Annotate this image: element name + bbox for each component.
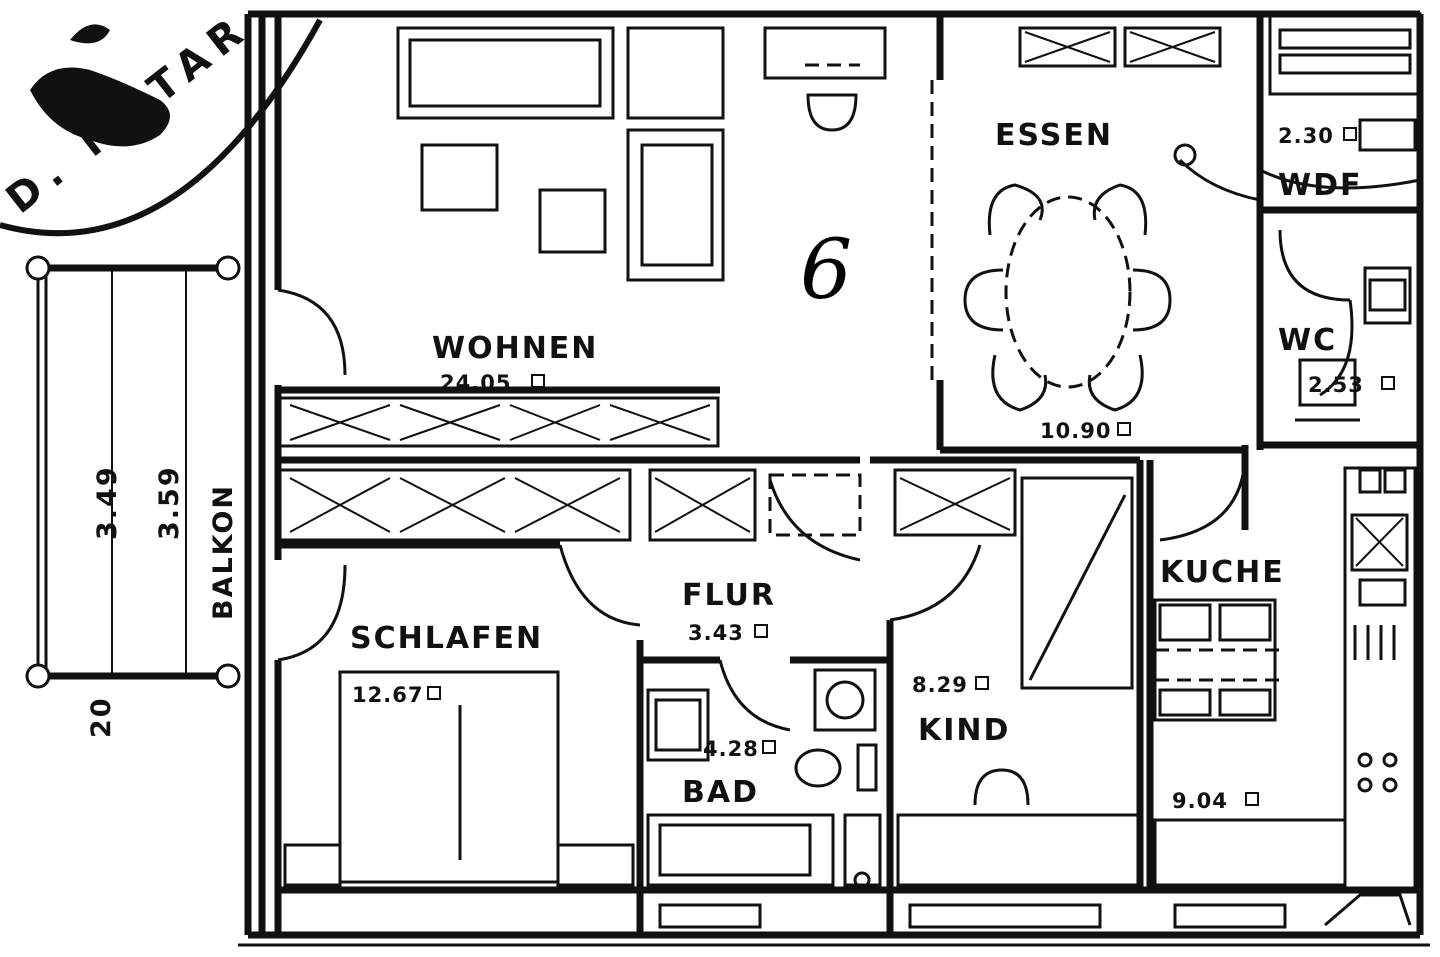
room-area-bad: 4.28 (703, 737, 759, 761)
room-name-wdf: WDF (1278, 168, 1363, 203)
room-area-wdf: 2.30 (1278, 124, 1334, 148)
room-labels: WOHNEN 24.05 ESSEN 10.90 2.30 WDF WC 2.5… (350, 118, 1395, 813)
wc-fixtures (1295, 118, 1417, 422)
area-symbol-schlafen (427, 686, 441, 700)
living-furniture (396, 26, 887, 282)
room-name-flur: FLUR (682, 578, 776, 613)
room-name-wc: WC (1278, 323, 1337, 358)
area-symbol-essen (1117, 422, 1131, 436)
area-symbol-flur (754, 624, 768, 638)
room-area-flur: 3.43 (688, 621, 744, 645)
area-symbol-bad (762, 740, 776, 754)
room-area-essen: 10.90 (1040, 419, 1111, 443)
dining-table (963, 143, 1197, 412)
room-area-schlafen: 12.67 (352, 683, 423, 707)
stamp-emblem (30, 24, 170, 147)
room-name-bad: BAD (682, 775, 759, 810)
area-symbol-kuche (1245, 792, 1259, 806)
balcony-dim-inner: 3.49 (92, 465, 123, 540)
doors (277, 158, 1421, 732)
balcony: 3.49 3.59 BALKON 20 (25, 255, 241, 738)
room-name-kuche: KUCHE (1160, 555, 1285, 590)
kitchen-furniture (1153, 466, 1417, 927)
room-area-wc: 2.53 (1308, 373, 1364, 397)
room-name-essen: ESSEN (995, 118, 1113, 153)
notary-stamp: D. NOTAR (0, 5, 323, 237)
room-name-schlafen: SCHLAFEN (350, 621, 543, 656)
room-area-kind: 8.29 (912, 673, 968, 697)
room-area-wohnen: 24.05 (440, 371, 511, 395)
stamp-text: D. NOTAR (0, 5, 259, 223)
outer-walls (238, 10, 1430, 947)
bed (283, 670, 635, 887)
area-symbol-wc (1381, 376, 1395, 390)
area-symbol-kind (975, 676, 989, 690)
bath-fixtures (646, 668, 882, 889)
balcony-dim-offset: 20 (86, 696, 117, 738)
kids-furniture (896, 476, 1140, 887)
interior-walls (278, 14, 1420, 935)
room-area-kuche: 9.04 (1172, 789, 1228, 813)
wardrobes (278, 26, 1222, 542)
windows (658, 12, 1422, 929)
area-symbol-wohnen (531, 374, 545, 388)
room-name-kind: KIND (918, 713, 1010, 748)
area-symbol-wdf (1343, 127, 1357, 141)
room-name-wohnen: WOHNEN (432, 331, 598, 366)
balcony-label: BALKON (208, 484, 239, 620)
balcony-dim-outer: 3.59 (154, 465, 185, 540)
unit-number: 6 (800, 223, 852, 318)
